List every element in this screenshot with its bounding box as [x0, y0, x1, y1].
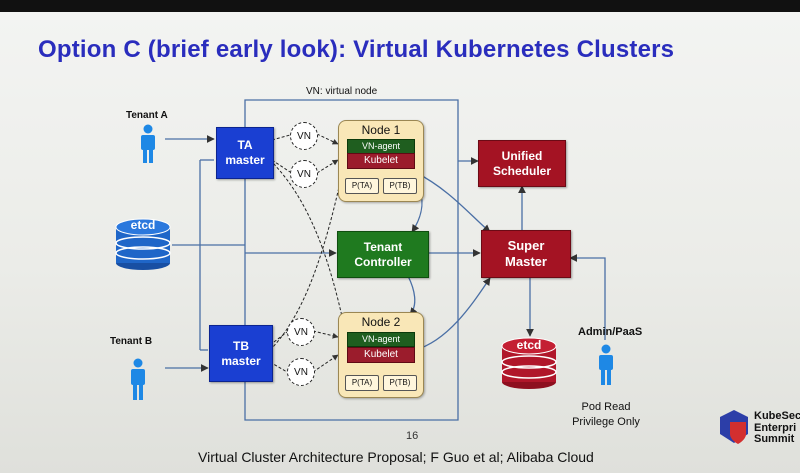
vn-legend: VN: virtual node: [306, 86, 378, 97]
brand-text: KubeSec Enterpri Summit: [754, 411, 800, 446]
vn4-node2-arrow: [312, 354, 339, 373]
node-1-title: Node 1: [361, 123, 401, 137]
tenant-b-person-icon: [131, 358, 145, 400]
pod-read-line2: Privilege Only: [572, 415, 640, 428]
node-2-pod-tb: P(TB): [383, 375, 417, 391]
tenant-a-label: Tenant A: [126, 110, 168, 121]
vn-circle-4: VN: [287, 358, 315, 386]
top-loop-line: [244, 99, 459, 421]
ta-master-line1: TA: [237, 138, 253, 152]
etcd-left-label: etcd: [130, 218, 156, 232]
tb-master-line1: TB: [232, 338, 249, 353]
super-master-line1: Super: [507, 237, 545, 253]
vn-circle-3: VN: [287, 318, 315, 346]
slide-title: Option C (brief early look): Virtual Kub…: [38, 36, 675, 63]
admin-paas-label: Admin/PaaS: [578, 326, 643, 338]
node-2-title: Node 2: [361, 315, 401, 329]
tenant-controller-line1: Tenant: [363, 239, 403, 254]
admin-super-arrow: [569, 254, 606, 340]
vn-circle-1: VN: [290, 122, 318, 150]
ta-vn1-dash: [271, 134, 291, 141]
vn1-node1-arrow: [316, 133, 339, 145]
node-1-vn-agent: VN-agent: [347, 139, 415, 154]
tenant-controller-line2: Controller: [354, 254, 412, 269]
node-2: Node 2 VN-agent Kubelet P(TA) P(TB): [338, 312, 424, 398]
ta-master-line2: master: [225, 153, 265, 167]
etcd-right-icon: [501, 337, 557, 389]
tenant-b-label: Tenant B: [110, 336, 153, 347]
node-2-pod-ta: P(TA): [345, 375, 379, 391]
tb-master-line2: master: [221, 353, 261, 368]
kubelet1-super-curve: [414, 171, 491, 233]
cross-dash-2: [269, 159, 346, 351]
tb-vn2-dash: [269, 361, 288, 373]
slide-caption: Virtual Cluster Architecture Proposal; F…: [198, 449, 594, 465]
page-number: 16: [406, 430, 419, 442]
tb-vn1-dash: [269, 331, 288, 346]
kubesec-logo-icon: [720, 410, 748, 444]
node-1: Node 1 VN-agent Kubelet P(TA) P(TB): [338, 120, 424, 202]
node-2-vn-agent: VN-agent: [347, 332, 415, 347]
brand-line1: KubeSec: [754, 411, 800, 422]
node-1-pod-ta: P(TA): [345, 178, 379, 194]
tenant-a-person-icon: [141, 124, 155, 163]
kubelet2-super-curve: [414, 277, 491, 351]
vn2-node1-arrow: [316, 159, 339, 174]
node-1-pod-tb: P(TB): [383, 178, 417, 194]
ta-vn2-dash: [271, 159, 291, 173]
node-2-kubelet: Kubelet: [347, 347, 415, 363]
admin-person-icon: [599, 344, 613, 385]
pod-read-note: Pod Read Privilege Only: [566, 400, 646, 430]
brand-line2: Enterpri: [754, 421, 797, 434]
cross-dash-1: [269, 159, 346, 331]
pod-read-line1: Pod Read: [581, 401, 631, 413]
brand-line3: Summit: [754, 433, 795, 446]
node2-controller-curve: [407, 275, 418, 316]
vn3-node2-arrow: [312, 330, 339, 339]
unified-scheduler-line1: Unified: [501, 148, 543, 163]
node-1-kubelet: Kubelet: [347, 153, 415, 169]
etcd-right-label: etcd: [516, 338, 542, 352]
super-master-line2: Master: [505, 254, 547, 269]
vn-circle-2: VN: [290, 160, 318, 188]
etcd-left-icon: [115, 218, 171, 270]
unified-scheduler-line2: Scheduler: [492, 163, 552, 178]
